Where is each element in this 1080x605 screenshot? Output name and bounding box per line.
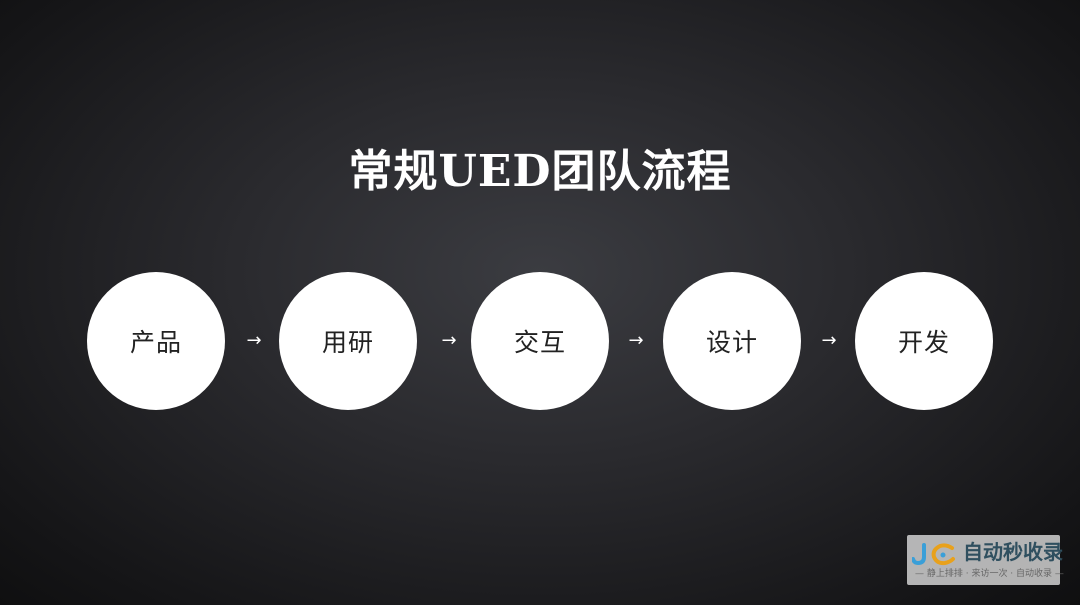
step-node-product: 产品 (87, 272, 225, 410)
step-label: 交互 (513, 328, 566, 357)
step-node-research: 用研 (279, 272, 417, 410)
flow-arrow-icon: → (821, 330, 837, 351)
watermark-subtext: — 静上排排 · 来访一次 · 自动收录 — (915, 569, 1064, 579)
slide-title: 常规UED团队流程 (348, 146, 732, 197)
step-label: 开发 (897, 328, 950, 357)
flow-arrow-icon: → (441, 330, 457, 351)
flow-arrow-icon: → (628, 330, 644, 351)
jc-logo-icon (912, 543, 955, 566)
step-node-development: 开发 (855, 272, 993, 410)
step-label: 设计 (705, 328, 758, 357)
watermark-badge: 自动秒收录 — 静上排排 · 来访一次 · 自动收录 — (907, 535, 1064, 585)
step-label: 用研 (321, 328, 374, 357)
step-label: 产品 (129, 328, 182, 357)
step-node-interaction: 交互 (471, 272, 609, 410)
watermark-text: 自动秒收录 (963, 540, 1063, 564)
flow-arrow-icon: → (246, 330, 262, 351)
step-node-design: 设计 (663, 272, 801, 410)
